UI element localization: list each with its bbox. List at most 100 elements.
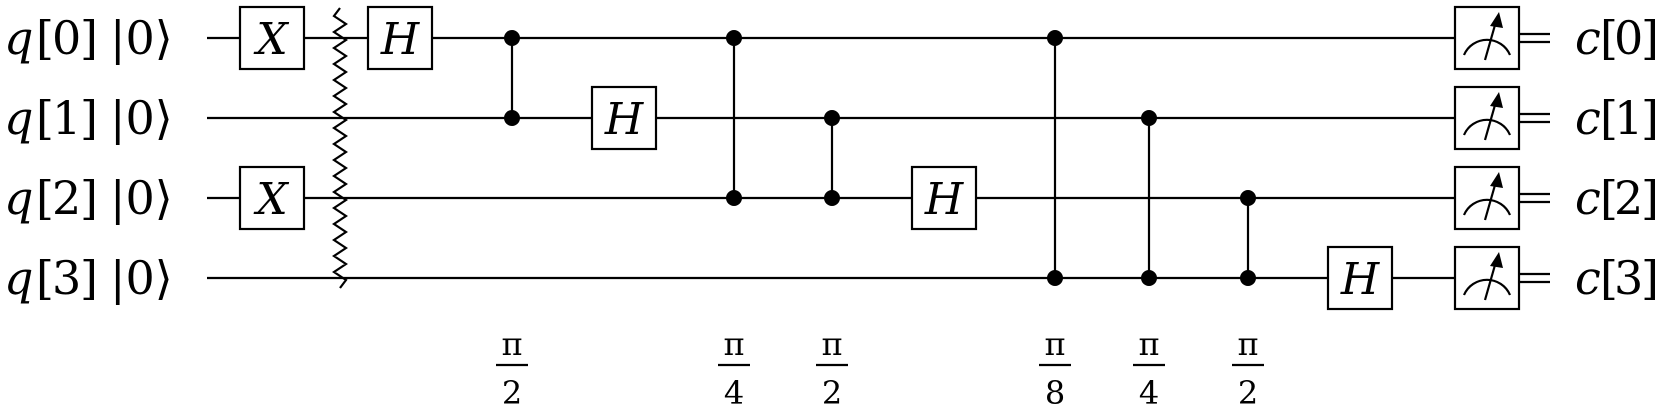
svg-text:[: [	[1600, 11, 1618, 65]
angle-label-cp-q0-q1: π 2	[496, 325, 528, 412]
svg-text:π: π	[723, 325, 744, 363]
svg-text:[: [	[36, 11, 54, 65]
h-gate-q2: H	[910, 165, 978, 231]
register-name: q	[4, 91, 33, 145]
svg-text:X: X	[253, 14, 289, 65]
svg-text:2: 2	[502, 374, 522, 412]
control-dot	[504, 110, 520, 126]
register-name: q	[4, 251, 33, 305]
svg-text:π: π	[1044, 325, 1065, 363]
measure-q1	[1453, 85, 1521, 151]
initial-state: |0⟩	[110, 171, 173, 225]
register-name: c	[1575, 171, 1601, 225]
classical-wires	[1519, 32, 1550, 284]
phase-angle-labels: π 2 π 4 π 2 π 8 π 4 π 2	[496, 325, 1264, 412]
control-dot	[824, 190, 840, 206]
measure-q0	[1453, 5, 1521, 71]
control-dot	[504, 30, 520, 46]
svg-text:]: ]	[80, 11, 98, 65]
initial-state: |0⟩	[110, 251, 173, 305]
qubit-label-1: q [ 1 ] |0⟩	[4, 91, 173, 145]
initial-state: |0⟩	[110, 91, 173, 145]
control-dot	[1047, 30, 1063, 46]
measure-q3	[1453, 245, 1521, 311]
classical-label-2: c [ 2 ]	[1575, 171, 1659, 225]
register-name: q	[4, 171, 33, 225]
measurements	[1453, 5, 1521, 311]
cp-gate-q0-q3	[1047, 30, 1063, 286]
qubit-index: 1	[52, 91, 81, 145]
control-dot	[1047, 270, 1063, 286]
control-dot	[1141, 270, 1157, 286]
classical-label-1: c [ 1 ]	[1575, 91, 1659, 145]
bit-index: 3	[1614, 251, 1643, 305]
measure-q2	[1453, 165, 1521, 231]
single-qubit-gates: X X H H H H	[238, 5, 1394, 311]
control-dot	[726, 30, 742, 46]
control-dot	[1141, 110, 1157, 126]
svg-text:]: ]	[1641, 171, 1659, 225]
bit-index: 2	[1614, 171, 1643, 225]
control-dot	[1240, 190, 1256, 206]
register-name: q	[4, 11, 33, 65]
qubit-labels: q [ 0 ] |0⟩ q [ 1 ] |0⟩ q [ 2 ] |0⟩ q [ …	[4, 11, 173, 305]
controlled-phase-gates	[504, 30, 1256, 286]
svg-text:4: 4	[724, 374, 744, 412]
svg-text:]: ]	[80, 251, 98, 305]
svg-text:H: H	[380, 14, 421, 65]
angle-label-cp-q0-q3: π 8	[1039, 325, 1071, 412]
meter-icon	[1462, 198, 1512, 216]
svg-text:π: π	[821, 325, 842, 363]
svg-text:[: [	[36, 171, 54, 225]
svg-text:2: 2	[822, 374, 842, 412]
svg-text:H: H	[1340, 254, 1381, 305]
control-dot	[824, 110, 840, 126]
qubit-label-3: q [ 3 ] |0⟩	[4, 251, 173, 305]
barrier	[332, 7, 348, 289]
meter-icon	[1462, 38, 1512, 56]
svg-text:[: [	[36, 251, 54, 305]
cp-gate-q2-q3	[1240, 190, 1256, 286]
svg-text:2: 2	[1238, 374, 1258, 412]
x-gate-q0: X	[238, 5, 306, 71]
x-gate-q2: X	[238, 165, 306, 231]
control-dot	[726, 190, 742, 206]
cp-gate-q0-q2	[726, 30, 742, 206]
classical-labels: c [ 0 ] c [ 1 ] c [ 2 ] c [ 3 ]	[1575, 11, 1659, 305]
qubit-label-0: q [ 0 ] |0⟩	[4, 11, 173, 65]
qubit-index: 0	[52, 11, 81, 65]
meter-icon	[1462, 118, 1512, 136]
svg-text:]: ]	[1641, 11, 1659, 65]
qubit-index: 2	[52, 171, 81, 225]
register-name: c	[1575, 251, 1601, 305]
svg-text:X: X	[253, 174, 289, 225]
classical-label-0: c [ 0 ]	[1575, 11, 1659, 65]
h-gate-q1: H	[590, 85, 658, 151]
svg-text:]: ]	[80, 171, 98, 225]
qubit-label-2: q [ 2 ] |0⟩	[4, 171, 173, 225]
cp-gate-q1-q2	[824, 110, 840, 206]
angle-label-cp-q1-q3: π 4	[1133, 325, 1165, 412]
cp-gate-q0-q1	[504, 30, 520, 126]
svg-text:H: H	[604, 94, 645, 145]
svg-text:]: ]	[80, 91, 98, 145]
bit-index: 0	[1614, 11, 1643, 65]
h-gate-q0: H	[366, 5, 434, 71]
svg-text:[: [	[1600, 171, 1618, 225]
control-dot	[1240, 270, 1256, 286]
qubit-index: 3	[52, 251, 81, 305]
register-name: c	[1575, 91, 1601, 145]
svg-text:[: [	[1600, 91, 1618, 145]
svg-text:]: ]	[1641, 91, 1659, 145]
initial-state: |0⟩	[110, 11, 173, 65]
svg-text:π: π	[501, 325, 522, 363]
svg-text:π: π	[1237, 325, 1258, 363]
cp-gate-q1-q3	[1141, 110, 1157, 286]
h-gate-q3: H	[1326, 245, 1394, 311]
svg-text:4: 4	[1139, 374, 1159, 412]
svg-text:π: π	[1138, 325, 1159, 363]
angle-label-cp-q1-q2: π 2	[816, 325, 848, 412]
svg-text:H: H	[924, 174, 965, 225]
angle-label-cp-q2-q3: π 2	[1232, 325, 1264, 412]
